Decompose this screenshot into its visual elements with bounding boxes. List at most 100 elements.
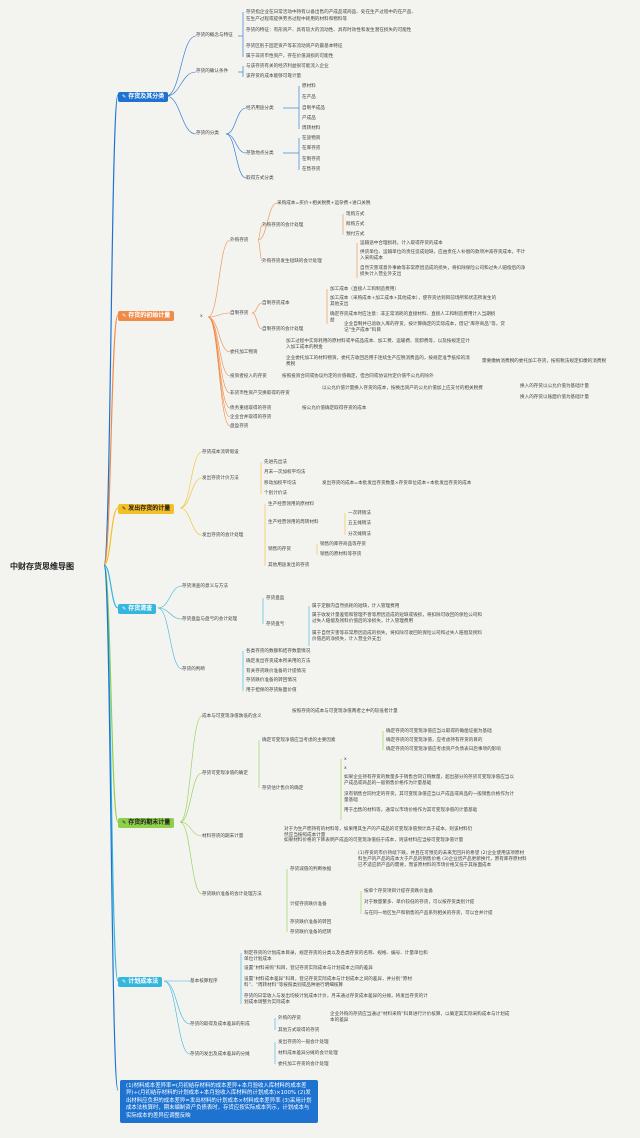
summary-note: (1)材料成本差异率=(月初结存材料的成本差异+本月验收入库材料的成本差异)÷(… (120, 1080, 318, 1124)
s2-debt: 债务重组取得的存货 (230, 406, 272, 411)
s4-loss-item: 属于定额内自然损耗的短缺，计入管理费用 (312, 604, 400, 609)
s1-place: 存放地点分类 (246, 151, 274, 156)
s2-purchase: 外购存货 (230, 238, 249, 243)
node-planned-cost[interactable]: ✎计划成本法 (118, 977, 163, 987)
s5-lcnrv: 成本与可变现净值孰低的含义 (202, 714, 262, 719)
s1-econ-item: 周转材料 (302, 126, 321, 131)
s6-issue-item: 材料成本差异分摊的会计处理 (278, 1051, 338, 1056)
s2-purchase-acc: 外购存货的会计处理 (262, 223, 304, 228)
s2-short-loss-item: 供货单位、运输单位的责任造成短缺，应由责任人补偿的款项冲减存货成本，不计入采购成… (360, 250, 526, 261)
s5-material: 材料存货的期末计量 (202, 834, 244, 839)
s6-basic-item: 存货的日常收入与发出均按计划成本计价，月末通过存货成本差异的分摊，将发出存货的计… (244, 994, 428, 1005)
s6-receive: 存货的取得及成本差异的形成 (190, 1022, 250, 1027)
node-period-end-measurement[interactable]: ✎存货的期末计量 (118, 818, 175, 828)
s3-flow: 存货成本流转假设 (202, 450, 239, 455)
s5-calc-item: 用于出售的材料等，通常以市场价格作为其可变现净值的计量基础 (344, 808, 478, 813)
s2-exchange-text: 以公允价值计量换入存货的成本，按换出资产的公允价值加上应支付的相关税费 (322, 386, 483, 391)
s1-place-item: 在制存货 (302, 157, 321, 162)
s3-acc-item: 生产经营领用的周转材料 (268, 520, 319, 525)
s3-sale-item: 销售的库存商品等存货 (320, 542, 366, 547)
s2-gift: 盘盈存货 (230, 424, 249, 429)
s1-concept-item: 存货指企业在日常活动中持有以备出售的产成品或商品、处在生产过程中的在产品、 (246, 10, 416, 15)
s3-method-item: 个别计价法 (264, 491, 287, 496)
s2-exchange-item: 换入的存货以公允价值为基础计量 (520, 384, 589, 389)
s5-prov-text: (1)存货的市价持续下跌，并且在可预见的未来无回升的希望 (2)企业使用该项原材… (358, 851, 527, 868)
s4-judge-item: 各类存货的数额和结存数量情况 (246, 649, 311, 654)
s5-prov-sub: 存货减值的判断依据 (290, 867, 332, 872)
s4-judge-item: 用于担保的存货账面价值 (246, 688, 297, 693)
s2-self-cost: 自制存货成本 (262, 301, 290, 306)
s2-self-cost-item: 加工成本（直接人工和制造费用） (330, 287, 399, 292)
s6-issue: 存货的发出及成本差异的分摊 (190, 1052, 250, 1057)
s5-material-item: 对于为生产而持有的材料等，如果用其生产的产成品的可变现净值预计高于成本，则该材料… (284, 827, 473, 838)
s6-basic-item: 设置“材料采购”科目，登记存货实际成本与计划成本之间的差异 (244, 966, 373, 971)
pin-icon: ✎ (122, 313, 127, 319)
s4-loss-item: 属于自然灾害等非常原因造成的损失，将扣除可收回的保险公司和过失人赔偿及残料价值后… (312, 631, 482, 642)
s1-econ: 经济用途分类 (246, 106, 274, 111)
s2-purchase-acc-item: 预付方式 (346, 232, 365, 237)
s6-basic: 基本核算程序 (190, 979, 218, 984)
s6-receive-item: 外购的存货 (278, 1016, 301, 1021)
s1-concept-item: 存货区别于固定资产等非流动资产的最基本特征 (246, 44, 343, 49)
s3-turnover-item: 五五摊销法 (348, 521, 371, 526)
s5-prov-detail: 与在同一地区生产和销售的产品系列相关的存货，可以合并计提 (364, 911, 493, 916)
s4-judge-item: 存货跌价准备的转回情况 (246, 678, 297, 683)
s1-place-item: 在途物资 (302, 136, 321, 141)
root-title: 中财存货思维导图 (10, 562, 74, 571)
s5-lcnrv-text: 按照存货的成本与可变现净值两者之中的较低者计量 (292, 709, 398, 714)
s2-short-loss: 外购存货发生短缺的会计处理 (262, 259, 322, 264)
s5-prov-item: 存货跌价准备的结转 (290, 930, 332, 935)
s4-meaning: 存货清查的意义与方法 (182, 584, 228, 589)
s3-method-item: 先进先出法 (264, 460, 287, 465)
pin-icon: ✎ (122, 94, 127, 100)
s2-self-made: 自制存货 (230, 311, 249, 316)
s3-methods: 发出存货计价方法 (202, 476, 239, 481)
s5-provision: 存货跌价准备的会计处理方法 (202, 892, 262, 897)
s5-material-item: 如果材料价格的下降表明产成品的可变现净值低于成本，则该材料应当按可变现净值计量 (284, 838, 464, 843)
s2-purchase-acc-item: 赊购方式 (346, 222, 365, 227)
s1-recognize: 存货的确认条件 (196, 69, 229, 74)
s2-self-acc-text: 企业自制并已验收入库的存货，按计算确定的实际成本，借记“库存商品”等，贷记“生产… (344, 322, 505, 333)
s1-source: 取得方式分类 (246, 176, 274, 181)
s5-calc: 存货估计售价的确定 (262, 786, 304, 791)
s2-x-mark: x (200, 314, 203, 319)
s3-method-item: 月末一次加权平均法 (264, 470, 306, 475)
s5-prov-item: 计提存货跌价准备 (290, 902, 327, 907)
s5-calc-item: 没有销售合同约定的存货，其可变现净值应当以产成品或商品的一般销售价格作为计量基础 (344, 792, 514, 803)
s5-prov-detail: 对于数量繁多、单价较低的存货，可以按存货类别计提 (364, 900, 475, 905)
s5-evidence-item: 确定存货的可变现净值应当以取得的确凿证据为基础 (386, 729, 492, 734)
node-initial-measurement[interactable]: ✎存货的初始计量 (118, 311, 175, 321)
s2-purchase-cost: 采购成本=买价+相关税费+运杂费+进口关税 (277, 201, 371, 206)
s4-loss-item: 属于收发计量差错和管理不善等原因造成的短缺或毁损，将扣除可收回的保险公司和过失人… (312, 613, 482, 624)
s6-basic-item: 制定存货的计划成本目录，规定存货的分类以及各类存货的名称、规格、编号、计量单位和… (244, 951, 428, 962)
s3-acc-item: 销售的存货 (268, 547, 291, 552)
pin-icon: ✎ (122, 506, 127, 512)
s3-turnover-item: 分次摊销法 (348, 532, 371, 537)
s1-place-item: 在库存货 (302, 146, 321, 151)
s5-calc-item: 如果企业持有存货的数量多于销售合同订购数量，超出部分的存货可变现净值应当以产成品… (344, 775, 514, 786)
s4-judge-item: 确定发出存货成本所采用的方法 (246, 659, 311, 664)
node-issue-measurement[interactable]: ✎发出存货的计量 (118, 504, 175, 514)
s3-method-item: 移动加权平均法 (264, 481, 297, 486)
s3-sale-item: 销售的原材料等存货 (320, 552, 362, 557)
s1-concept-item: 属于非货币性资产，存在价值减损的可能性 (246, 54, 334, 59)
s3-turnover-item: 一次转销法 (348, 511, 371, 516)
s2-investor-text: 按照投资合同或协议约定的价值确定，但合同或协议约定价值不公允的除外 (282, 374, 434, 379)
s4-judge: 存货的判断 (182, 667, 205, 672)
s5-prov-item: 存货跌价准备的转回 (290, 920, 332, 925)
s2-entrusted-note: 需要缴纳消费税的委托加工存货，按照税法规定扣缴的消费税 (482, 359, 607, 364)
pin-icon: ✎ (122, 606, 127, 612)
s2-self-cost-item: 确定存货成本时应注意：非正常消耗的直接材料、直接人工和制造费用计入当期损益 (330, 312, 496, 323)
s1-classify: 存货的分类 (196, 131, 219, 136)
s2-entrusted: 委托加工物资 (230, 350, 258, 355)
node-inventory-count[interactable]: ✎存货清查 (118, 604, 157, 614)
s6-receive-item: 其他方式取得的存货 (278, 1028, 320, 1033)
s2-exchange-item: 换入的存货以账面价值为基础计量 (520, 395, 589, 400)
node-inventory-classification[interactable]: ✎存货及其分类 (118, 92, 169, 102)
s1-concept-item: 在生产过程或提供劳务过程中耗用的材料和物料等 (246, 17, 348, 22)
s4-judge-item: 有关存货跌价准备的计提情况 (246, 669, 306, 674)
s1-recognize-item: 该存货的成本能够可靠计量 (246, 74, 302, 79)
s1-econ-item: 在产品 (302, 95, 316, 100)
s5-evidence-item: 确定存货的可变现净值应考虑资产负债表日后事项的影响 (386, 747, 501, 752)
s5-evidence-item: 确定存货的可变现净值，应考虑持有存货的目的 (386, 738, 483, 743)
